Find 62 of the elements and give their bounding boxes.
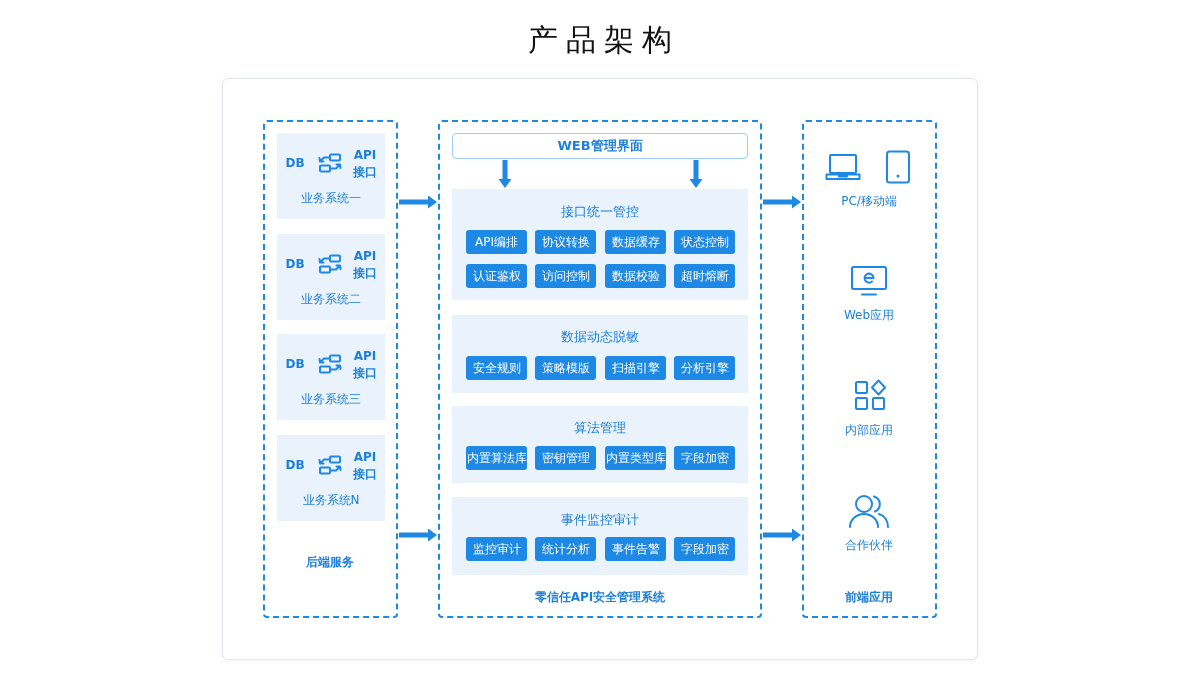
feature-tag: 字段加密 <box>674 537 735 561</box>
arrow <box>399 195 437 209</box>
api-label: API 接口 <box>353 248 377 282</box>
dashed-group <box>263 120 398 618</box>
group-label: 前端应用 <box>845 589 893 605</box>
system-box <box>277 133 385 219</box>
module-panel <box>452 497 748 575</box>
module-panel <box>452 406 748 483</box>
feature-tag: 数据缓存 <box>605 230 666 254</box>
feature-tag: 数据校验 <box>605 264 666 288</box>
arrow <box>689 160 703 188</box>
feature-tag: 协议转换 <box>535 230 596 254</box>
system-name: 业务系统三 <box>301 391 361 407</box>
feature-tag: 分析引擎 <box>674 356 735 380</box>
arrow <box>763 528 801 542</box>
api-label: API 接口 <box>353 449 377 483</box>
system-box <box>277 435 385 521</box>
feature-tag: 认证鉴权 <box>466 264 527 288</box>
device-label: Web应用 <box>843 307 895 323</box>
arrow <box>498 160 512 188</box>
device-label: 合作伙伴 <box>845 537 893 553</box>
api-label: API 接口 <box>353 348 377 382</box>
feature-tag: 字段加密 <box>674 446 735 470</box>
header-box: WEB管理界面 <box>452 133 748 159</box>
feature-tag: 策略模版 <box>535 356 596 380</box>
feature-tag: 内置算法库 <box>466 446 527 470</box>
system-name: 业务系统一 <box>301 190 361 206</box>
feature-tag: 密钥管理 <box>535 446 596 470</box>
system-name: 业务系统二 <box>301 291 361 307</box>
panel-heading: 算法管理 <box>574 419 626 437</box>
module-panel <box>452 315 748 393</box>
feature-tag: API编排 <box>466 230 527 254</box>
system-box <box>277 334 385 420</box>
dashed-group <box>438 120 762 618</box>
panel-heading: 接口统一管控 <box>561 203 639 221</box>
api-label: API 接口 <box>353 147 377 181</box>
feature-tag: 统计分析 <box>535 537 596 561</box>
device-label: PC/移动端 <box>841 193 897 209</box>
db-label: DB <box>285 155 305 171</box>
panel-heading: 事件监控审计 <box>561 511 639 529</box>
feature-tag: 安全规则 <box>466 356 527 380</box>
db-label: DB <box>285 256 305 272</box>
feature-tag: 超时熔断 <box>674 264 735 288</box>
feature-tag: 内置类型库 <box>605 446 666 470</box>
system-box <box>277 234 385 320</box>
feature-tag: 状态控制 <box>674 230 735 254</box>
db-label: DB <box>285 457 305 473</box>
module-panel <box>452 189 748 300</box>
db-label: DB <box>285 356 305 372</box>
system-name: 业务系统N <box>302 492 360 508</box>
feature-tag: 扫描引擎 <box>605 356 666 380</box>
feature-tag: 监控审计 <box>466 537 527 561</box>
feature-tag: 事件告警 <box>605 537 666 561</box>
dashed-group <box>802 120 937 618</box>
group-label: 零信任API安全管理系统 <box>534 589 666 605</box>
panel-heading: 数据动态脱敏 <box>561 328 639 346</box>
page-title: 产品架构 <box>528 22 680 58</box>
arrow <box>399 528 437 542</box>
group-label: 后端服务 <box>306 554 354 570</box>
arrow <box>763 195 801 209</box>
feature-tag: 访问控制 <box>535 264 596 288</box>
device-label: 内部应用 <box>845 422 893 438</box>
